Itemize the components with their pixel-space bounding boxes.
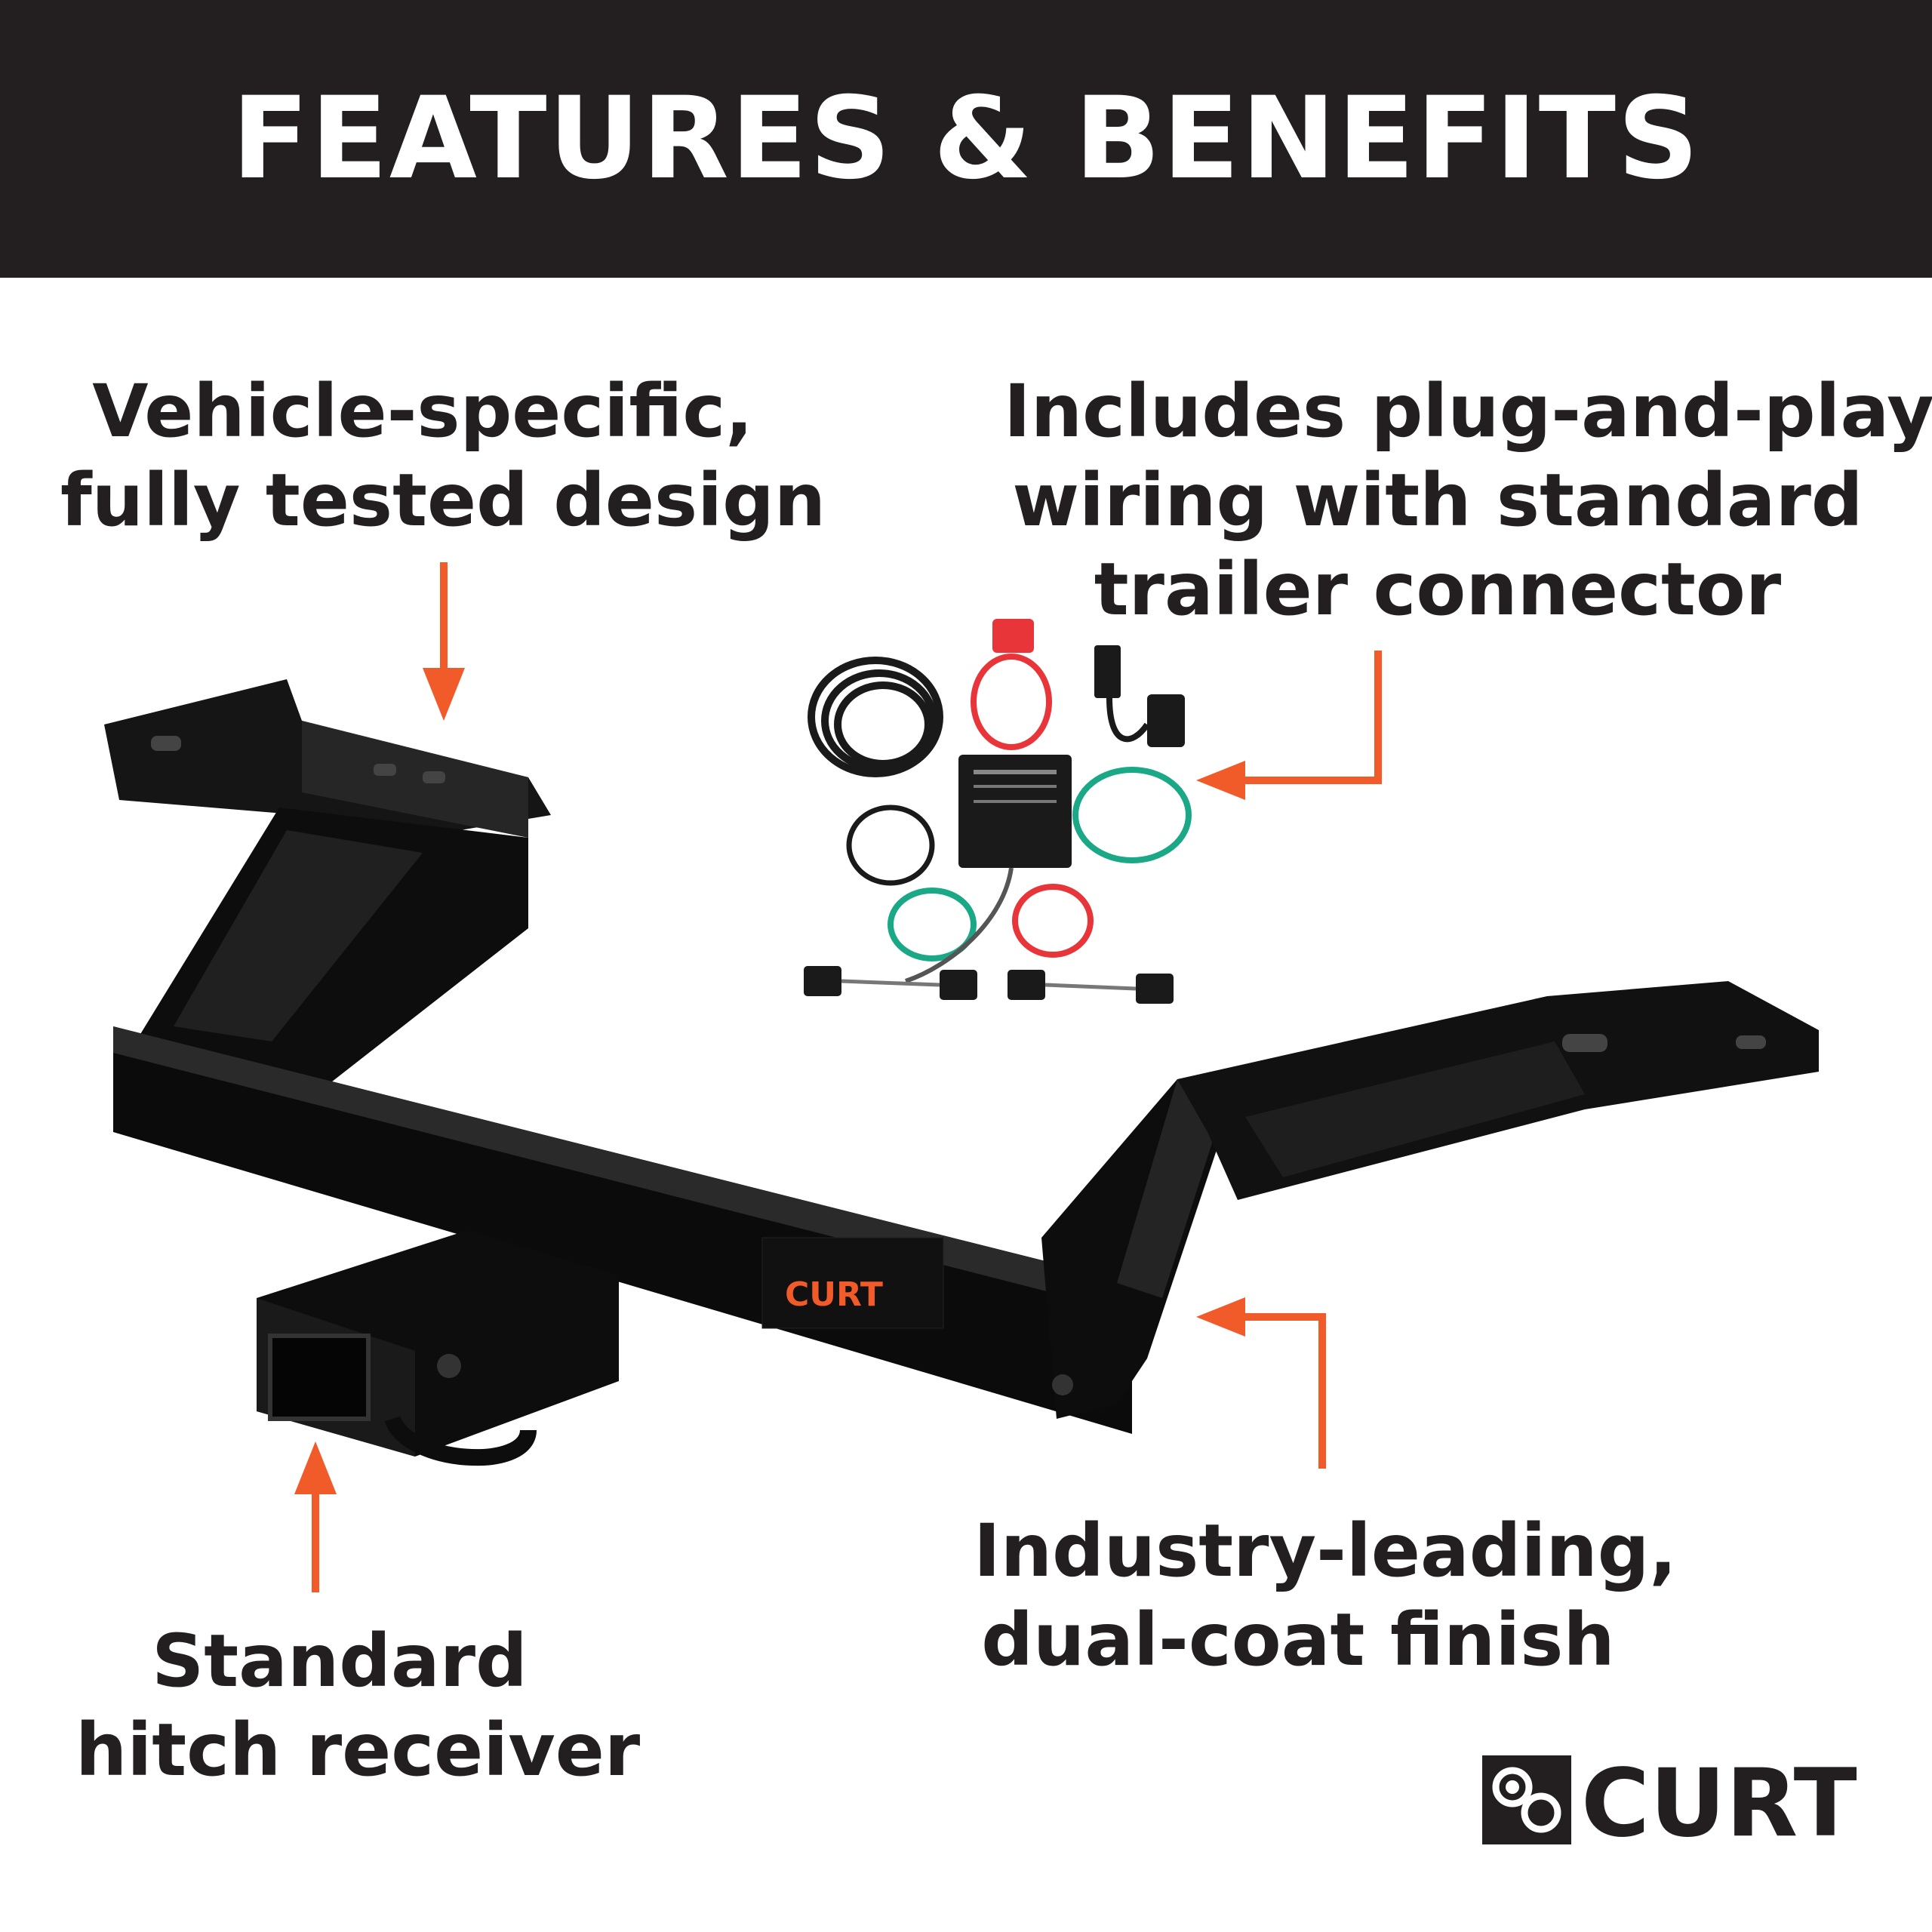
callout-arrows — [294, 562, 1382, 1592]
curt-chain-link-icon — [1482, 1755, 1571, 1844]
callout-line: dual-coat finish — [981, 1598, 1615, 1682]
header-bar: FEATURES & BENEFITS — [0, 0, 1932, 278]
brand-logo: CURT — [1479, 1749, 1857, 1858]
wire-coil-icon — [808, 657, 943, 777]
callout-line: Industry-leading, — [974, 1509, 1677, 1593]
callout-standard-hitch-receiver: Standard hitch receiver — [75, 1617, 641, 1795]
callout-line: Includes plug-and-play — [1004, 369, 1932, 454]
callout-vehicle-specific-design: Vehicle-specific, fully tested design — [60, 367, 826, 545]
callout-plug-and-play-wiring: Includes plug-and-play wiring with stand… — [1004, 367, 1932, 634]
callout-line: Standard — [152, 1619, 528, 1703]
arrow-left-elbow-icon — [1196, 651, 1382, 800]
callout-dual-coat-finish: Industry-leading, dual-coat finish — [974, 1506, 1677, 1684]
callout-line: Vehicle-specific, — [92, 369, 753, 454]
arrow-left-elbow-icon — [1196, 1297, 1326, 1469]
callout-line: fully tested design — [60, 458, 826, 543]
callout-line: hitch receiver — [75, 1708, 641, 1792]
page-title: FEATURES & BENEFITS — [231, 73, 1701, 205]
trailer-hitch-image: CURT — [104, 679, 1819, 1466]
wiring-harness-image — [804, 619, 1192, 1004]
brand-logo-text: CURT — [1581, 1751, 1857, 1849]
callout-line: wiring with standard — [1012, 458, 1863, 543]
callout-line: trailer connector — [1094, 547, 1782, 632]
arrow-up-icon — [294, 1441, 337, 1592]
hitch-label: CURT — [785, 1275, 883, 1314]
arrow-down-icon — [423, 562, 465, 721]
